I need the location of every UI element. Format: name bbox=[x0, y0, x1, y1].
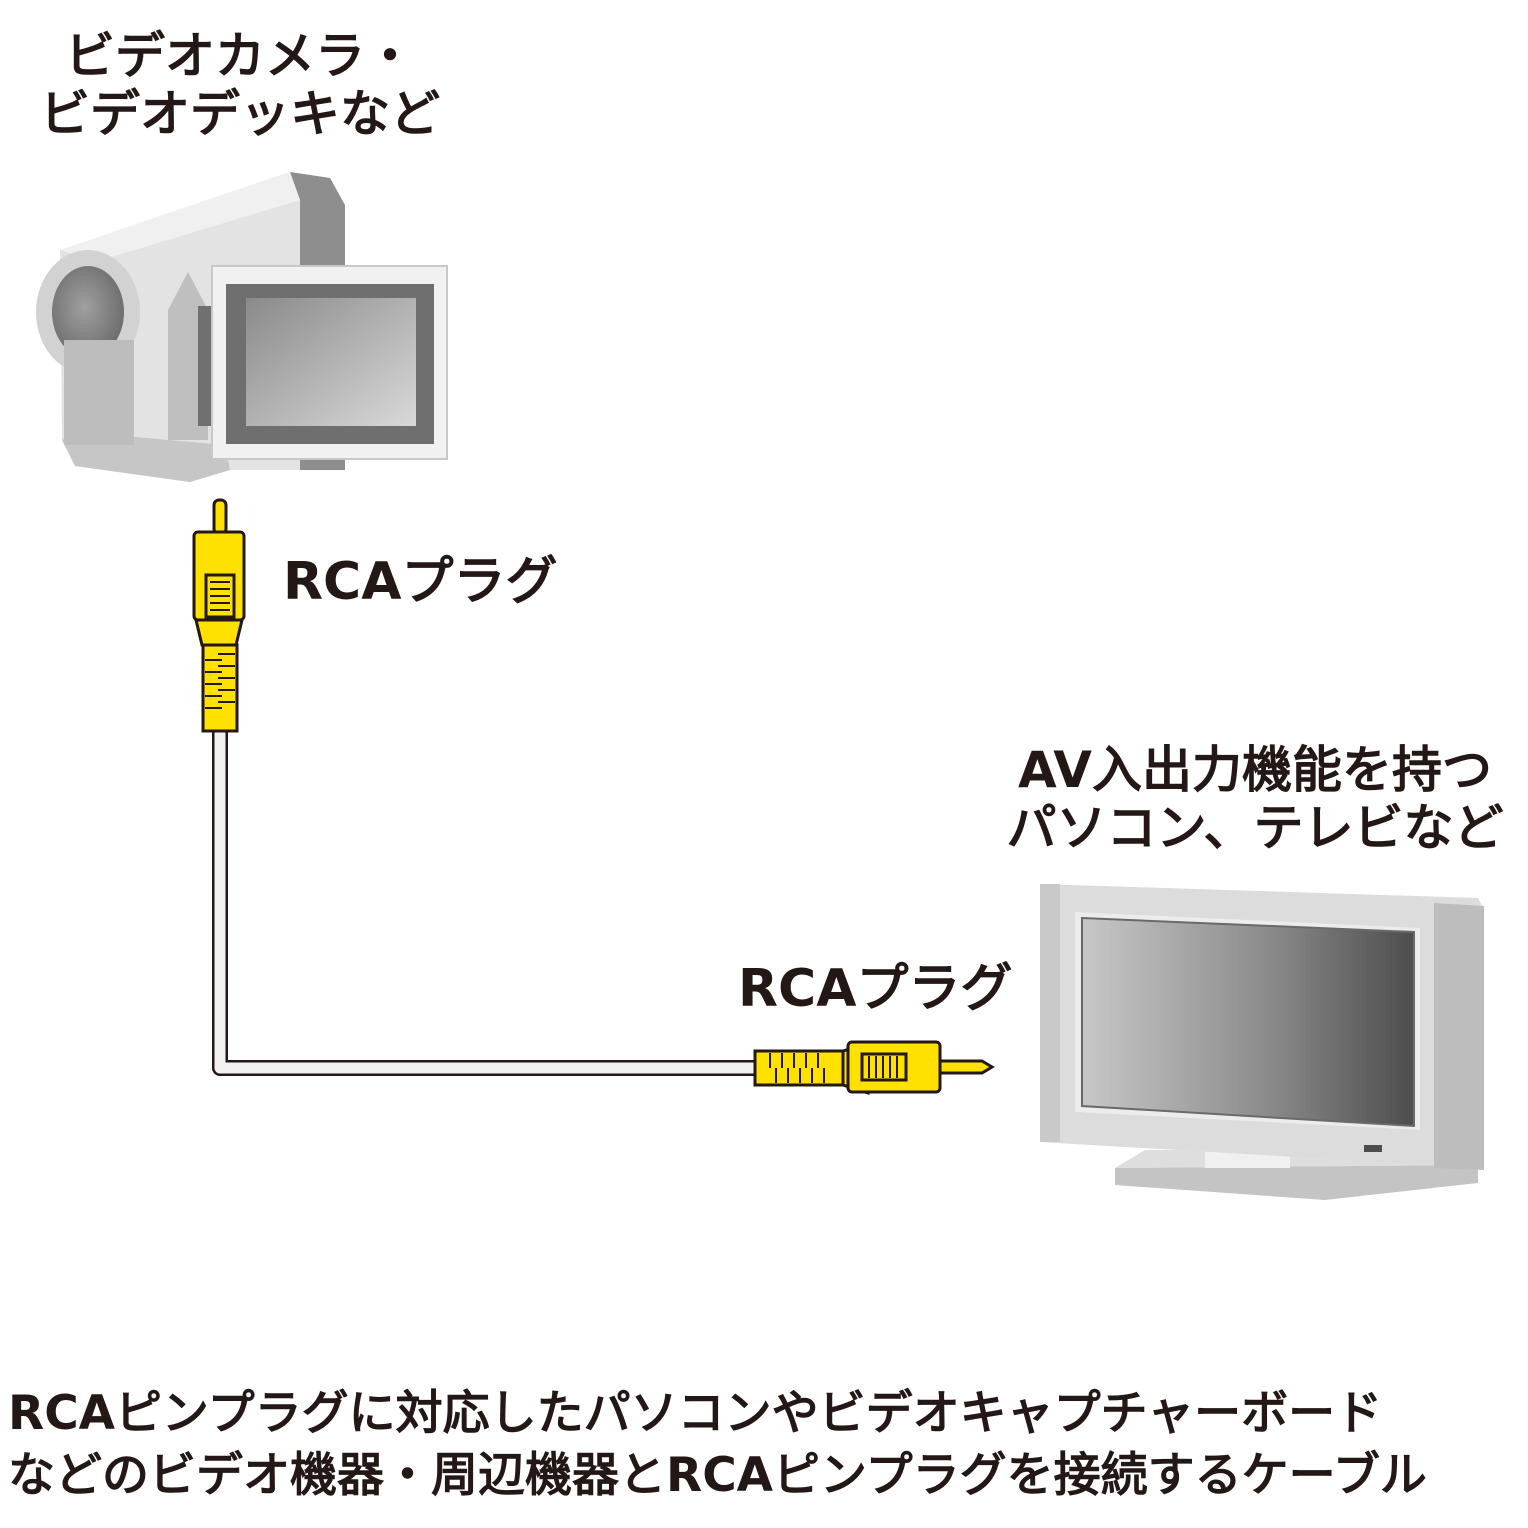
destination-plug-label: RCAプラグ bbox=[738, 959, 1013, 1019]
source-device-label-line-2: ビデオデッキなど bbox=[40, 84, 440, 143]
destination-device-label: AV入出力機能を持つ パソコン、テレビなど bbox=[1000, 741, 1510, 857]
caption-line-1: RCAピンプラグに対応したパソコンやビデオキャプチャーボード bbox=[8, 1386, 1383, 1441]
source-plug-label: RCAプラグ bbox=[283, 552, 558, 612]
caption-line-2: などのビデオ機器・周辺機器とRCAピンプラグを接続するケーブル bbox=[8, 1448, 1427, 1503]
source-device-label-line-1: ビデオカメラ・ bbox=[65, 27, 415, 85]
destination-device-label-line-1: AV入出力機能を持つ bbox=[1018, 741, 1492, 799]
rca-plug-source bbox=[192, 498, 246, 733]
caption: RCAピンプラグに対応したパソコンやビデオキャプチャーボード などのビデオ機器・… bbox=[8, 1383, 1427, 1507]
tv-illustration bbox=[1040, 884, 1484, 1200]
destination-device-label-line-2: パソコン、テレビなど bbox=[1006, 798, 1504, 857]
video-cable bbox=[212, 730, 760, 1076]
rca-plug-destination bbox=[753, 1040, 995, 1096]
video-camera-illustration bbox=[36, 172, 448, 482]
source-device-label: ビデオカメラ・ ビデオデッキなど bbox=[30, 27, 450, 143]
